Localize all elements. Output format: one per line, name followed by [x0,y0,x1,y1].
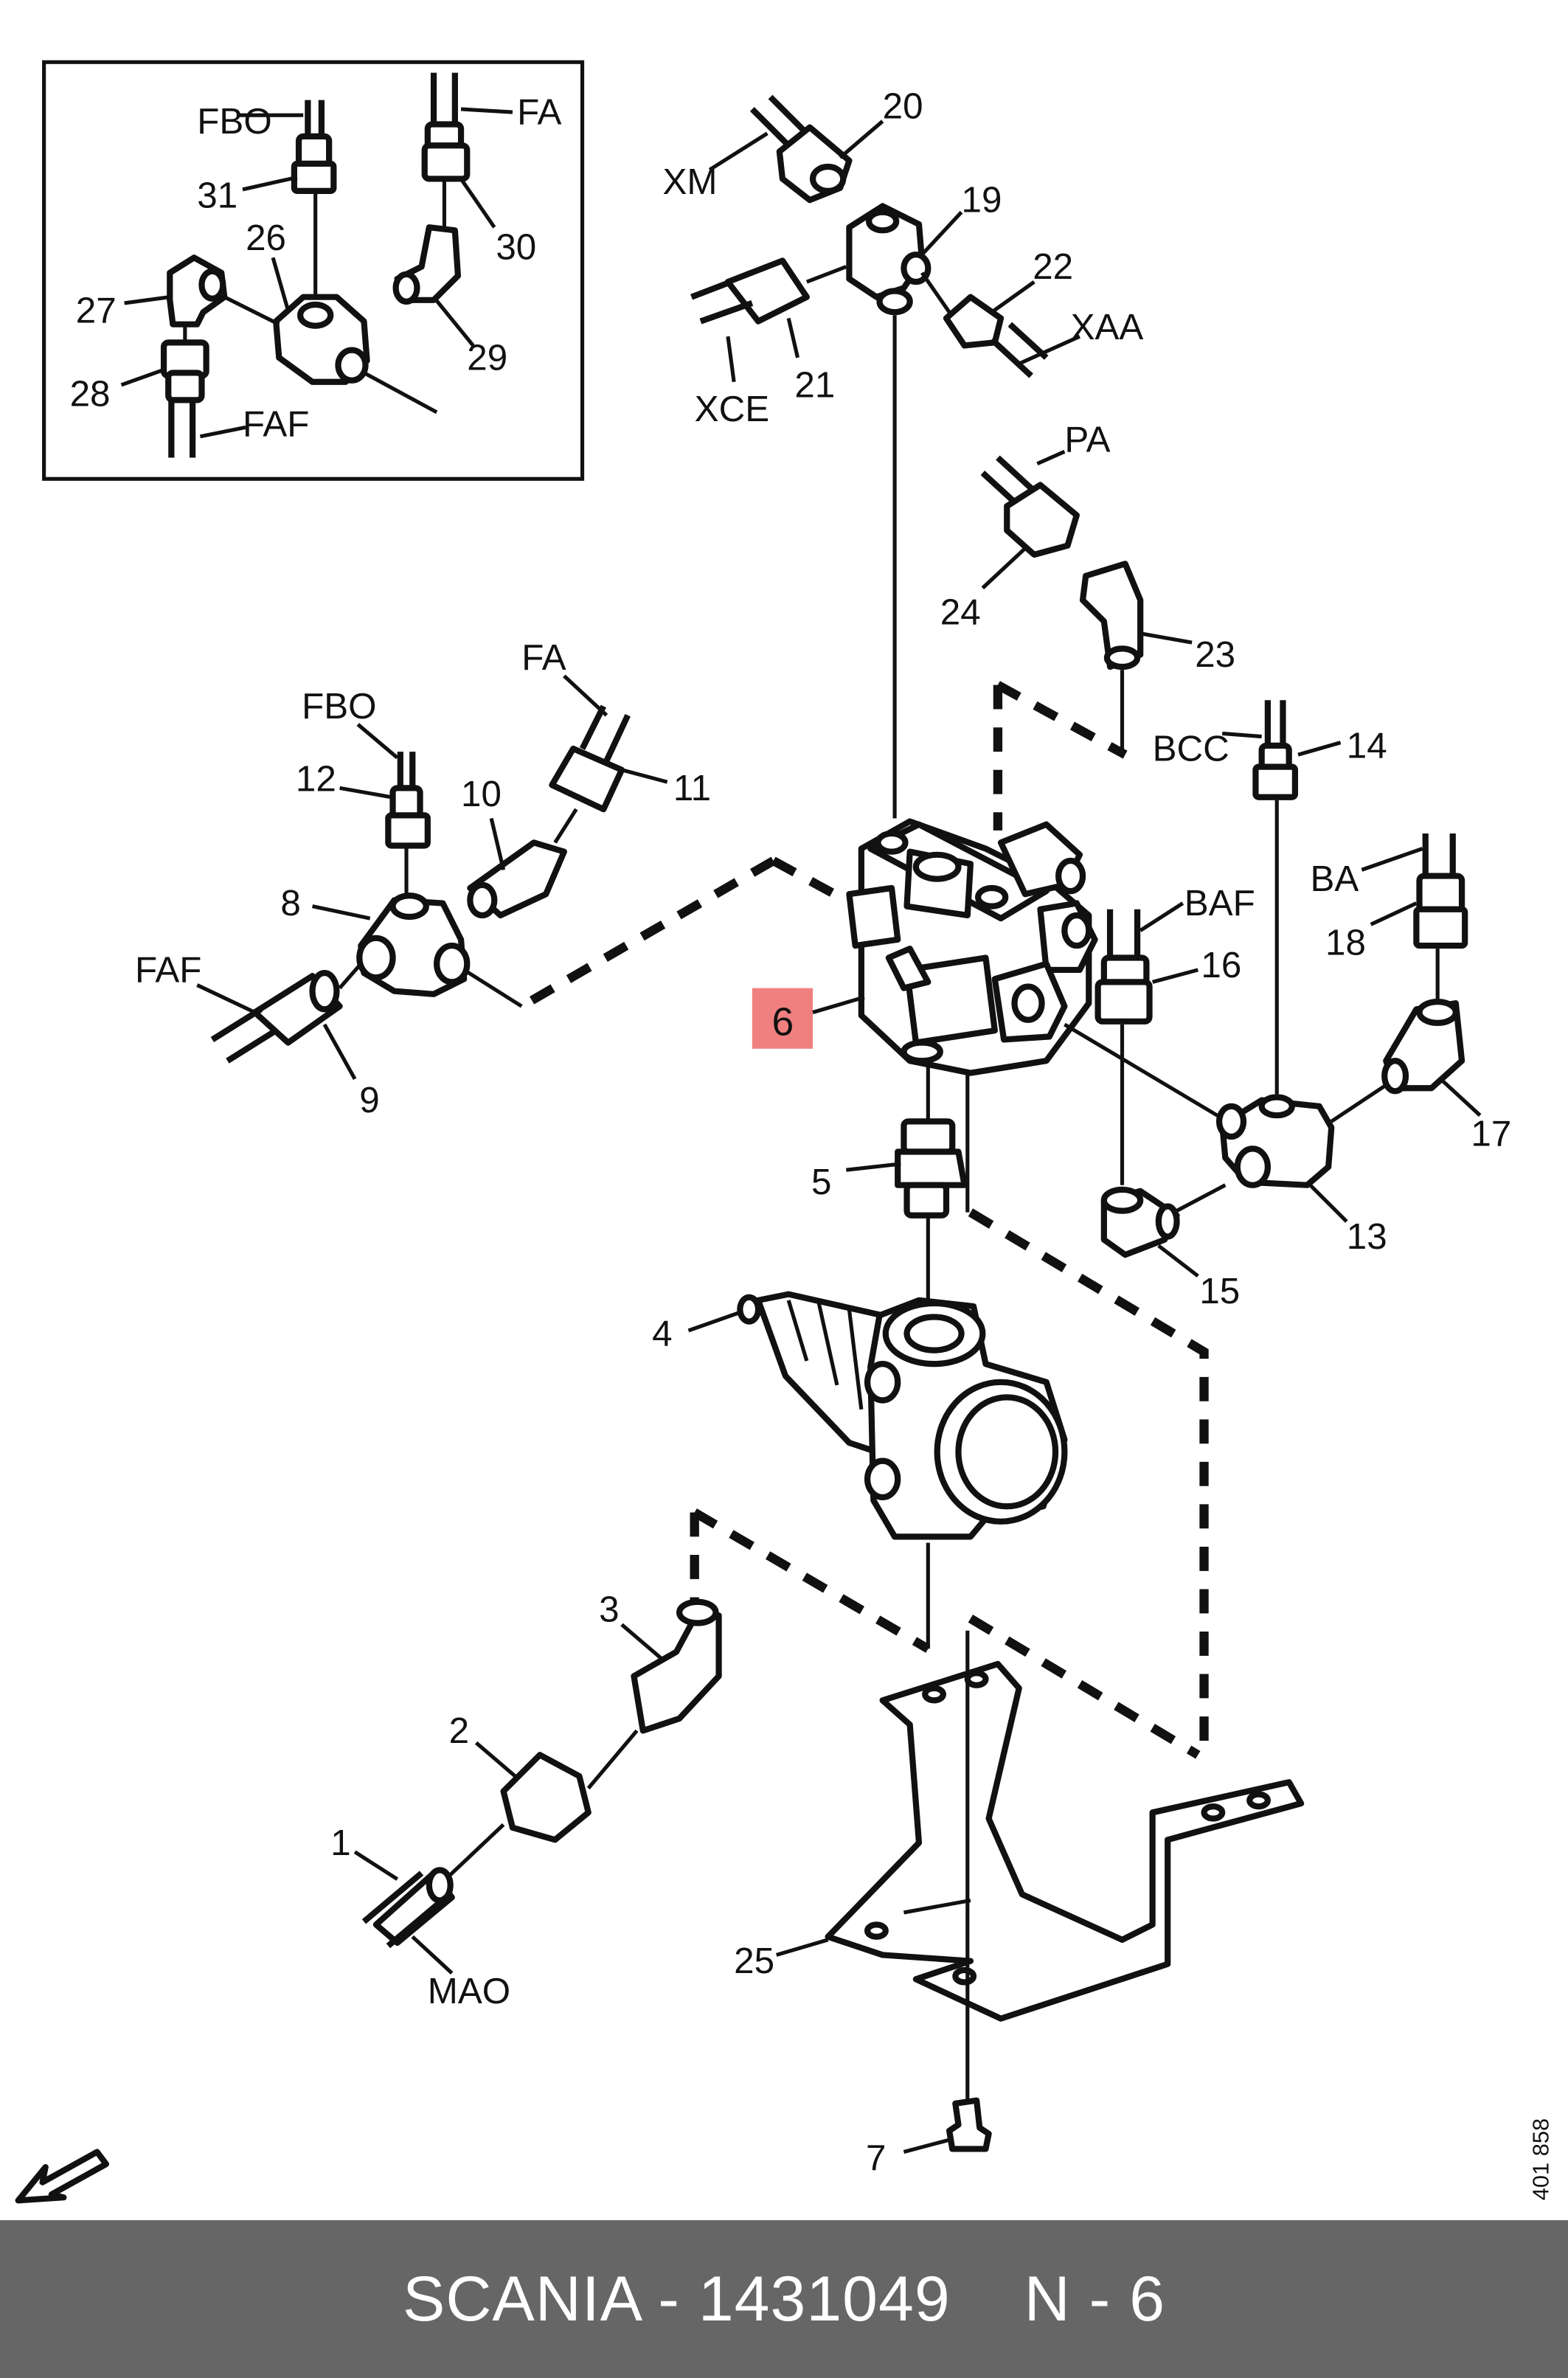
label-MAO: MAO [428,1971,510,2011]
exploded-parts-diagram: FBO FA 31 26 30 27 29 28 FAF [15,60,1553,2204]
highlighted-part-box [752,988,814,1049]
label-19: 19 [962,180,1002,221]
label-XM: XM [663,162,718,202]
label-FA: FA [521,637,566,678]
label-5: 5 [811,1162,831,1202]
label-8: 8 [280,883,300,923]
main-diagram: 6 [15,94,1482,2204]
label-11: 11 [673,768,711,808]
label-PA: PA [1064,419,1110,460]
label-3: 3 [599,1589,619,1629]
label-BCC: BCC [1153,728,1229,769]
footer-part-number: SCANIA - 1431049 [402,2263,951,2334]
label-25: 25 [734,1941,774,1981]
label-10: 10 [461,774,502,814]
inset-label-27: 27 [76,291,117,331]
orientation-arrow-icon [15,2149,110,2204]
label-20: 20 [883,86,923,126]
inset-label-30: 30 [496,226,536,267]
label-7: 7 [866,2138,886,2178]
label-21: 21 [794,364,835,405]
footer-bar: SCANIA - 1431049 N - 6 [0,2220,1568,2378]
label-13: 13 [1347,1216,1387,1257]
label-16: 16 [1201,945,1241,985]
label-BAF: BAF [1184,883,1255,923]
inset-label-FAF: FAF [243,404,309,445]
inset-label-26: 26 [246,218,286,258]
inset-label-29: 29 [467,337,507,378]
inset-label-31: 31 [197,175,237,215]
label-23: 23 [1195,634,1235,675]
label-18: 18 [1325,922,1366,963]
label-9: 9 [359,1080,379,1120]
label-XAA: XAA [1071,307,1144,347]
drawing-number: 401 858 [1527,2118,1553,2200]
label-17: 17 [1471,1113,1511,1154]
label-FAF: FAF [135,949,201,990]
mounting-bracket [825,1660,1305,2022]
inset-diagram: FBO FA 31 26 30 27 29 28 FAF [42,60,585,481]
regulator-valve [737,1291,1068,1540]
label-BA: BA [1310,859,1359,899]
valve-assembly [846,818,1098,1076]
label-FBO: FBO [302,686,376,727]
inset-label-FBO: FBO [197,101,271,142]
label-24: 24 [940,592,981,633]
inset-label-28: 28 [70,374,111,415]
label-4: 4 [652,1314,672,1354]
label-XCE: XCE [695,389,769,429]
label-1: 1 [330,1823,350,1863]
label-14: 14 [1347,725,1387,766]
label-22: 22 [1033,246,1073,287]
inset-label-FA: FA [517,91,561,132]
label-15: 15 [1199,1271,1240,1311]
label-2: 2 [449,1710,469,1751]
footer-position: N - 6 [1024,2263,1166,2334]
highlighted-part-number: 6 [772,1000,794,1044]
label-12: 12 [296,759,336,800]
part-labels: 20 XM 19 22 XAA 21 XCE PA 24 23 FA FBO 1… [135,86,1511,2178]
